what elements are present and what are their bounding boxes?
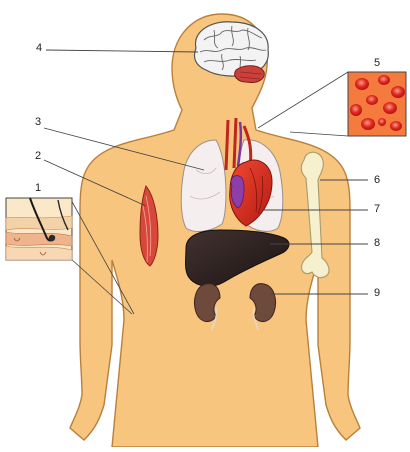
- label-kidneys: 9: [374, 288, 380, 299]
- label-heart: 7: [374, 204, 380, 215]
- label-brain: 4: [36, 43, 42, 54]
- label-skin: 1: [35, 183, 41, 194]
- label-lungs: 3: [35, 117, 41, 128]
- label-blood: 5: [374, 58, 380, 69]
- label-liver: 8: [374, 238, 380, 249]
- blood-inset: [258, 72, 406, 136]
- label-muscle: 2: [35, 151, 41, 162]
- label-bone: 6: [374, 175, 380, 186]
